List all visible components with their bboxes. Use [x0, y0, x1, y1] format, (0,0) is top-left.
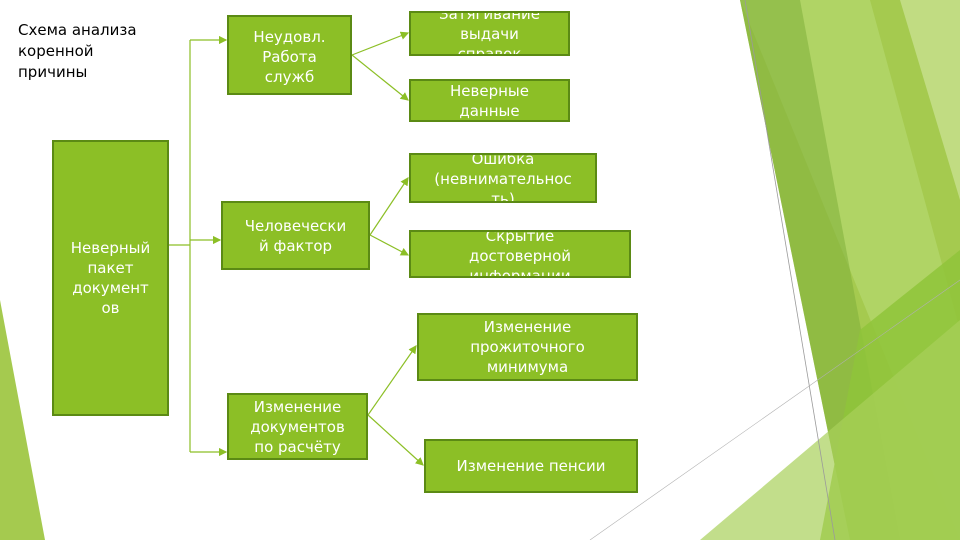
- node-cause-1-label: Неудовл. Работа служб: [253, 28, 326, 86]
- node-effect-6-label: Изменение пенсии: [456, 457, 606, 475]
- node-cause-2-label: Человечески й фактор: [244, 216, 347, 255]
- node-effect-5: Изменение прожиточного минимума: [417, 313, 638, 381]
- diagram-title: Схема анализа коренной причины: [18, 21, 137, 81]
- node-effect-1: Затягивание выдачи справок: [409, 11, 570, 56]
- node-root-label: Неверный пакет документ ов: [70, 239, 151, 317]
- node-effect-5-label: Изменение прожиточного минимума: [470, 318, 585, 376]
- node-effect-3-label: Ошибка (невнимательнос ть): [434, 153, 572, 203]
- node-effect-4-label: Скрытие достоверной информации: [468, 230, 572, 278]
- node-effect-2: Неверные данные: [409, 79, 570, 122]
- node-cause-2: Человечески й фактор: [221, 201, 370, 270]
- node-effect-1-label: Затягивание выдачи справок: [438, 11, 540, 56]
- node-effect-4: Скрытие достоверной информации: [409, 230, 631, 278]
- node-cause-1: Неудовл. Работа служб: [227, 15, 352, 95]
- node-root: Неверный пакет документ ов: [52, 140, 169, 416]
- node-effect-2-label: Неверные данные: [450, 81, 529, 120]
- node-effect-6: Изменение пенсии: [424, 439, 638, 493]
- node-cause-3-label: Изменение документов по расчёту: [250, 397, 345, 456]
- node-cause-3: Изменение документов по расчёту: [227, 393, 368, 460]
- node-effect-3: Ошибка (невнимательнос ть): [409, 153, 597, 203]
